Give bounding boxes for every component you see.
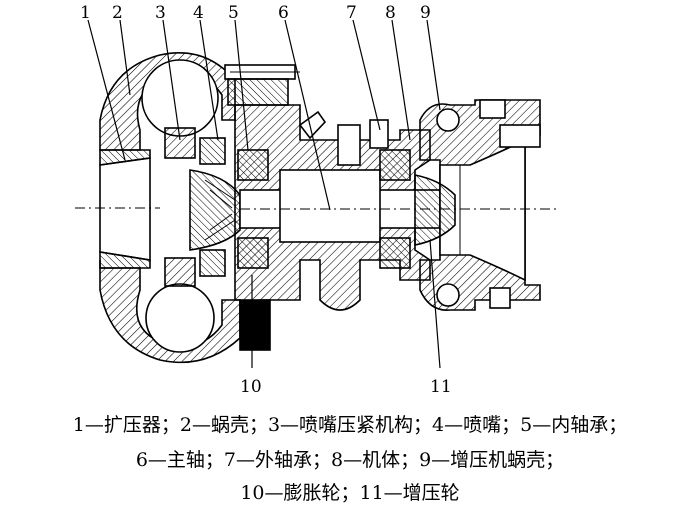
expander-wheel (189, 169, 241, 251)
leader-7 (352, 19, 381, 131)
caption-line-2: 6—主轴；7—外轴承；8—机体；9—增压机蜗壳； (135, 449, 565, 471)
diffuser-cone (99, 157, 151, 261)
turbo-expander-cross-section: 1 2 3 4 5 6 7 8 9 10 11 (75, 3, 560, 397)
part-number-4: 4 (193, 3, 204, 23)
part-number-8: 8 (385, 3, 396, 23)
part-number-11: 11 (430, 377, 452, 397)
leader-3 (162, 19, 181, 141)
part-number-10: 10 (240, 377, 262, 397)
part-number-1: 1 (80, 3, 91, 23)
leader-5 (234, 19, 249, 151)
leader-1 (87, 19, 126, 161)
compressor-outlet (439, 138, 526, 282)
leader-2 (119, 19, 131, 96)
part-number-7: 7 (346, 3, 357, 23)
leader-11 (429, 239, 441, 369)
caption-line-1: 1—扩压器；2—蜗壳；3—喷嘴压紧机构；4—喷嘴；5—内轴承； (72, 414, 628, 436)
part-number-9: 9 (420, 3, 431, 23)
compressor-wheel (414, 174, 456, 246)
leader-6 (284, 19, 331, 211)
expander-volute-upper (99, 52, 236, 151)
part-number-6: 6 (278, 3, 289, 23)
caption-line-3: 10—膨胀轮；11—增压轮 (240, 482, 460, 504)
leader-4 (199, 19, 219, 141)
leader-8 (391, 19, 411, 141)
leader-9 (426, 19, 441, 111)
part-number-3: 3 (155, 3, 166, 23)
part-number-5: 5 (228, 3, 239, 23)
part-number-2: 2 (112, 3, 123, 23)
nozzle-clamp (164, 127, 196, 159)
